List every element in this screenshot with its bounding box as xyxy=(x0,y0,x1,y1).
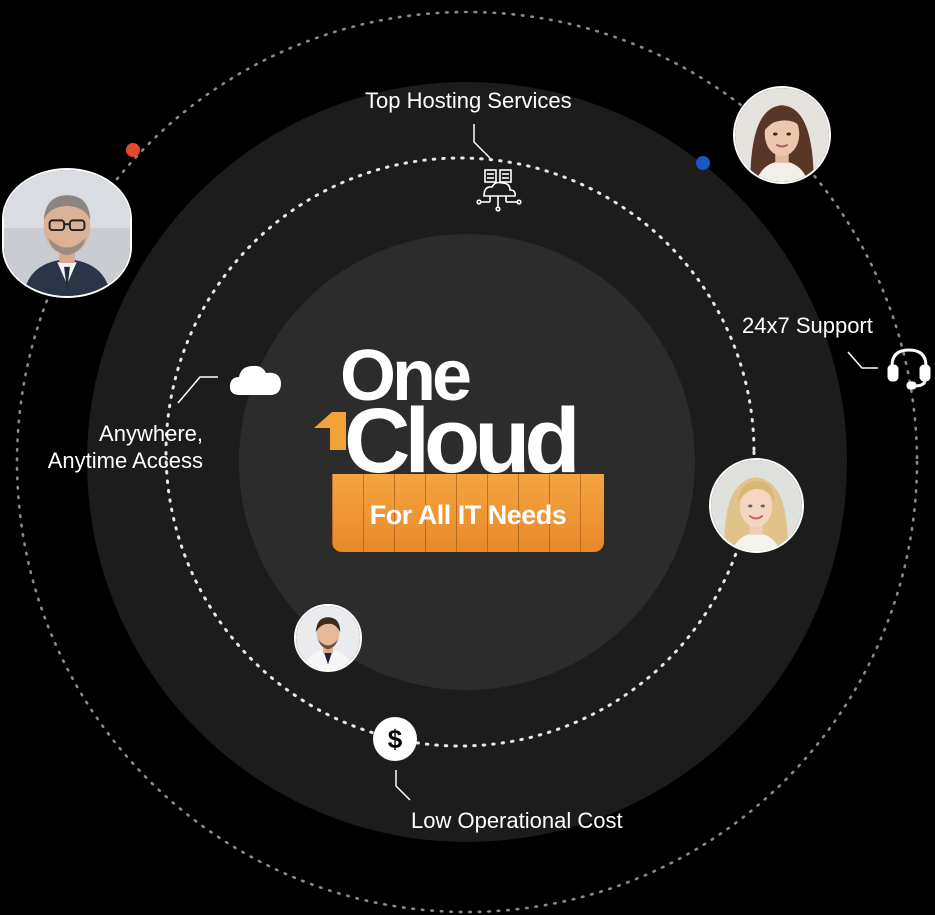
middle-orbit-ring xyxy=(164,156,756,748)
inner-disc xyxy=(239,234,695,690)
avatar-woman-blonde xyxy=(709,458,804,553)
connector-support xyxy=(847,351,878,369)
label-support: 24x7 Support xyxy=(742,313,873,338)
logo-line1: One xyxy=(340,336,472,416)
server-cloud-icon xyxy=(476,169,522,212)
avatar-woman-dark-hair xyxy=(733,86,831,184)
label-access-line1: Anywhere, xyxy=(99,421,203,446)
red-orbit-dot xyxy=(126,143,140,157)
avatar-young-man xyxy=(294,604,362,672)
outer-orbit-ring xyxy=(15,10,919,914)
label-access-line2: Anytime Access xyxy=(47,448,203,473)
label-top-hosting: Top Hosting Services xyxy=(365,88,572,113)
connector-access xyxy=(177,376,218,404)
connector-cost xyxy=(395,770,411,801)
logo-tagline: For All IT Needs xyxy=(369,500,567,530)
logo-line2: Cloud xyxy=(344,390,581,492)
blue-orbit-dot xyxy=(696,156,710,170)
one-cloud-logo: For All IT Needs One Cloud xyxy=(310,340,610,555)
dollar-icon: $ xyxy=(373,717,417,761)
logo-one-mark xyxy=(314,412,346,450)
headset-icon xyxy=(887,348,931,390)
logo-tag-banner: For All IT Needs xyxy=(332,474,604,552)
label-cost: Low Operational Cost xyxy=(411,808,623,833)
avatar-man-glasses xyxy=(2,168,132,298)
connector-hosting xyxy=(473,124,491,159)
cloud-icon xyxy=(229,365,281,395)
svg-text:$: $ xyxy=(388,724,403,754)
